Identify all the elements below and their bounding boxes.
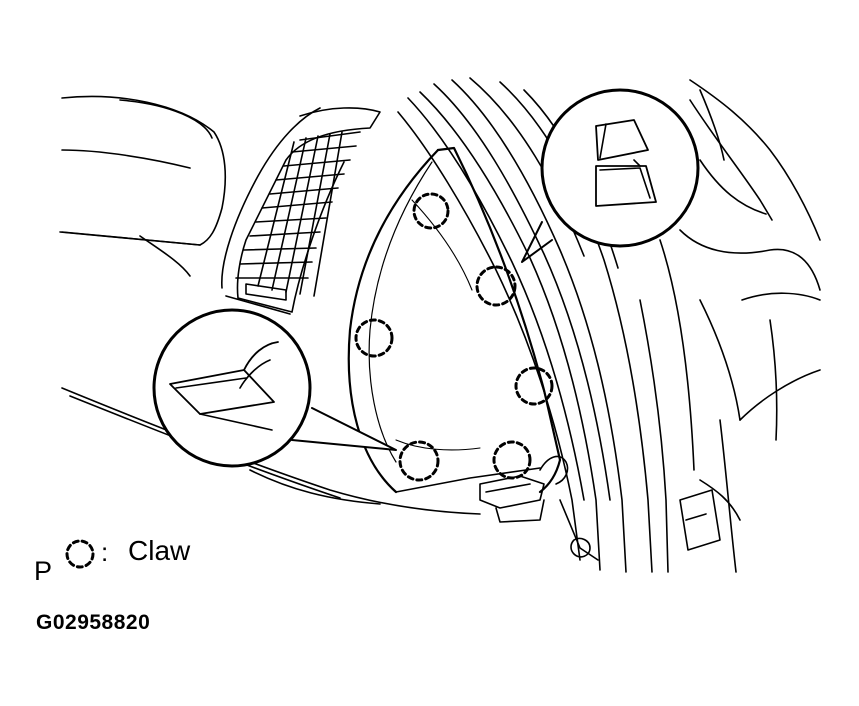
claw-marker	[492, 440, 532, 480]
side-cover-panel	[347, 146, 562, 494]
claw-detail-callout-upper	[521, 88, 700, 263]
figure-id: G02958820	[36, 611, 151, 634]
claw-markers	[354, 192, 554, 482]
legend-claw-icon	[65, 539, 95, 569]
air-vent	[221, 107, 381, 315]
claw-detail-callout-lower	[152, 308, 397, 468]
claw-marker	[354, 318, 394, 358]
claw-marker	[412, 192, 450, 230]
legend-label: Claw	[128, 535, 191, 566]
legend-prefix: P	[34, 556, 53, 586]
lower-bracket	[479, 455, 599, 561]
claw-marker	[398, 440, 440, 482]
claw-marker	[514, 366, 554, 406]
legend-separator: :	[101, 537, 109, 567]
claw-marker	[475, 265, 517, 307]
